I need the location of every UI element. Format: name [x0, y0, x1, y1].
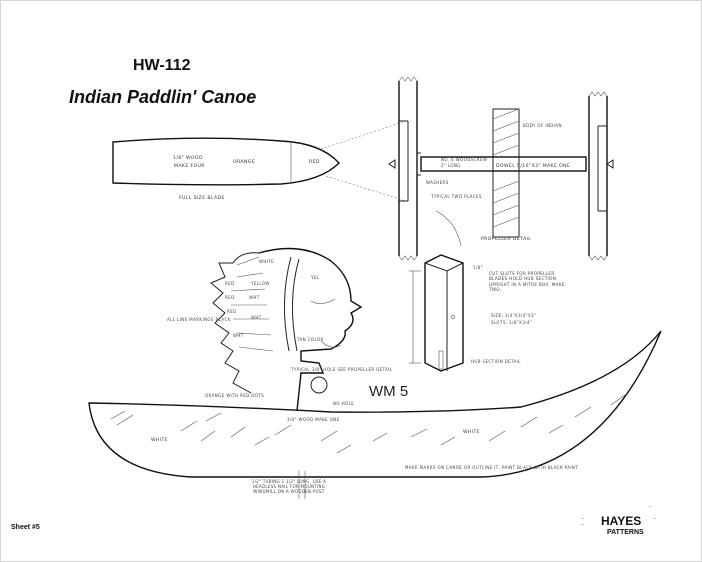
svg-text:—: —: [649, 504, 653, 508]
canoe-white-label-2: WHITE: [463, 429, 480, 435]
wht-label-3: WHT: [233, 333, 244, 338]
yellow-label: YELLOW: [250, 281, 270, 286]
full-size-label: FULL SIZE BLADE: [179, 195, 225, 201]
canoe-white-label: WHITE: [151, 437, 168, 443]
canoe-note: MAKE MARKS ON CANOE OR OUTLINE IT, PAINT…: [405, 465, 578, 470]
body-label: BODY OF INDIAN: [523, 123, 562, 128]
hub-note: CUT SLOTS FOR PROPELLER BLADES HOLD HUB …: [489, 271, 565, 293]
part-code: WM 5: [369, 383, 408, 400]
red-label-1: RED: [225, 281, 235, 286]
orange-dots-label: ORANGE WITH RED DOTS: [205, 393, 264, 398]
white-label: WHITE: [259, 259, 274, 264]
svg-text:—: —: [581, 522, 585, 526]
blade-wood-label: 1/8" WOOD: [173, 155, 203, 161]
red-label-3: RED: [227, 309, 237, 314]
hub-dim-label: 5/8": [473, 265, 483, 270]
blade-make-label: MAKE FOUR: [174, 163, 205, 169]
blade-orange-label: ORANGE: [233, 159, 255, 165]
red-label-2: RED: [225, 295, 235, 300]
propeller-detail-label: PROPELLER DETAIL: [481, 236, 531, 242]
logo-main: HAYES: [601, 514, 641, 528]
hole-label: TYPICAL 3/8" HOLE SEE PROPELLER DETAIL: [290, 367, 393, 372]
svg-text:—: —: [653, 516, 657, 520]
hub-slots-label: SLOTS: 1/8"X3/4": [491, 320, 532, 325]
typical-label: TYPICAL TWO PLACES: [430, 194, 482, 199]
hub-section: 5/8" CUT SLOTS FOR PROPELLER BLADES HOLD…: [409, 254, 565, 372]
screw-label: NO. 6 WOODSCREW: [441, 157, 487, 162]
all-line-label: ALL LINE MARKINGS BLACK: [167, 317, 231, 322]
svg-text:—: —: [581, 516, 585, 520]
yel-label: YEL: [310, 275, 320, 280]
propeller-detail: NO. 6 WOODSCREW 2" LONG DOWEL 5/16"X3" M…: [388, 76, 614, 261]
hayes-logo: — — HAYES PATTERNS — —: [581, 504, 657, 536]
sheet-number: Sheet #5: [11, 524, 40, 531]
wht-label-2: WHT: [251, 315, 262, 320]
hub-detail-label: HUB SECTION DETAIL: [471, 359, 521, 364]
logo-sub: PATTERNS: [607, 529, 644, 536]
pipe-note: 1/2" TUBING 1 1/2" LONG. USE A HEADLESS …: [251, 479, 327, 495]
wood-label: 3/4" WOOD MAKE ONE: [287, 417, 340, 422]
screw-length-label: 2" LONG: [441, 163, 461, 168]
dowel-label: DOWEL 5/16"X3" MAKE ONE: [496, 163, 570, 169]
blade-red-label: RED: [309, 159, 320, 165]
washers-label: WASHERS: [426, 180, 449, 185]
pattern-title: Indian Paddlin' Canoe: [69, 87, 257, 107]
hub-size-label: SIZE: 3/4"X3/4"X3": [491, 313, 536, 318]
canoe-outline: WHITE WHITE MAKE MARKS ON CANOE OR OUTLI…: [88, 330, 662, 499]
wht-label-1: WHT: [249, 295, 260, 300]
tan-label: TAN COLOR: [296, 337, 324, 342]
indian-figure: WHITE YEL RED YELLOW RED WHT RED WHT WHT…: [167, 247, 408, 422]
propeller-blade: 1/8" WOOD MAKE FOUR ORANGE RED FULL SIZE…: [112, 120, 407, 202]
no-hole-label: NO HOLE: [333, 401, 354, 406]
pattern-code: HW-112: [133, 57, 191, 74]
